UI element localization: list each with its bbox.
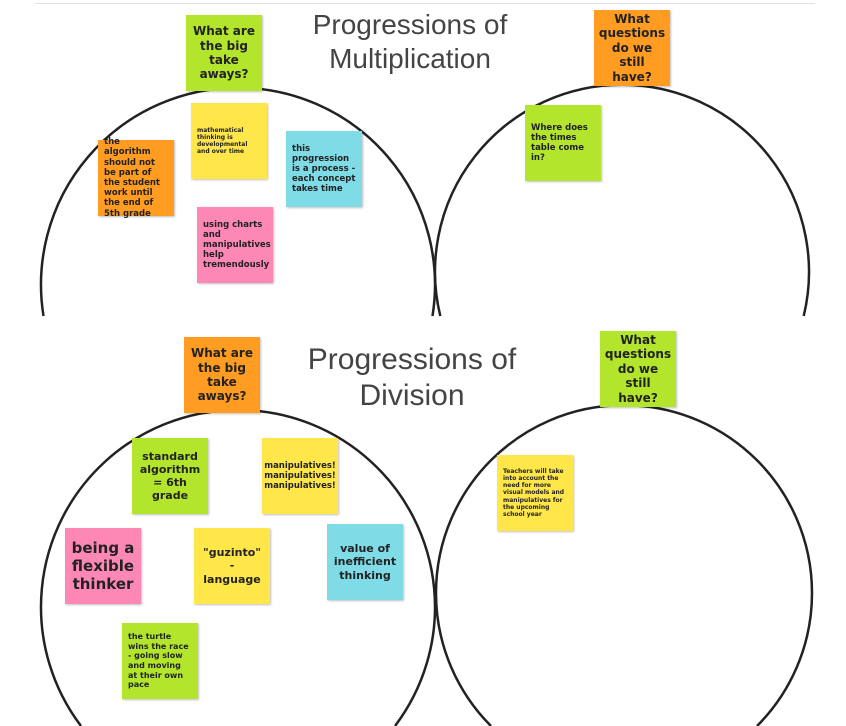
sticky-note[interactable]: standard algorithm = 6th grade [132, 438, 208, 514]
sticky-note[interactable]: manipulatives! manipulatives! manipulati… [262, 438, 338, 514]
title-line: Progressions of [312, 9, 508, 40]
questions-circle-multiplication [433, 83, 811, 317]
sticky-note[interactable]: mathematical thinking is developmental a… [191, 103, 267, 179]
title-line: Division [359, 379, 465, 412]
sticky-note[interactable]: using charts and manipulatives help trem… [197, 207, 273, 283]
takeaways-header-note[interactable]: What are the big take aways? [184, 337, 260, 413]
sticky-note[interactable]: this progression is a process - each con… [286, 131, 362, 207]
multiplication-title: Progressions of Multiplication [290, 8, 530, 75]
questions-header-note[interactable]: What questions do we still have? [594, 10, 670, 86]
sticky-note[interactable]: the algorithm should not be part of the … [98, 137, 174, 219]
title-line: Multiplication [329, 42, 491, 74]
sticky-note[interactable]: value of inefficient thinking [327, 524, 403, 600]
division-title: Progressions of Division [292, 342, 532, 414]
sticky-note[interactable]: "guzinto" - language [194, 528, 270, 604]
questions-circle-division [434, 403, 814, 726]
board-top-border [35, 3, 815, 4]
title-line: Progressions of [307, 343, 517, 376]
questions-header-note[interactable]: What questions do we still have? [600, 331, 676, 407]
sticky-note[interactable]: Where does the times table come in? [525, 105, 601, 181]
takeaways-header-note[interactable]: What are the big take aways? [186, 15, 262, 91]
sticky-note[interactable]: the turtle wins the race - going slow an… [122, 623, 198, 699]
sticky-note[interactable]: being a flexible thinker [65, 528, 141, 604]
sticky-note[interactable]: Teachers will take into account the need… [497, 455, 573, 531]
